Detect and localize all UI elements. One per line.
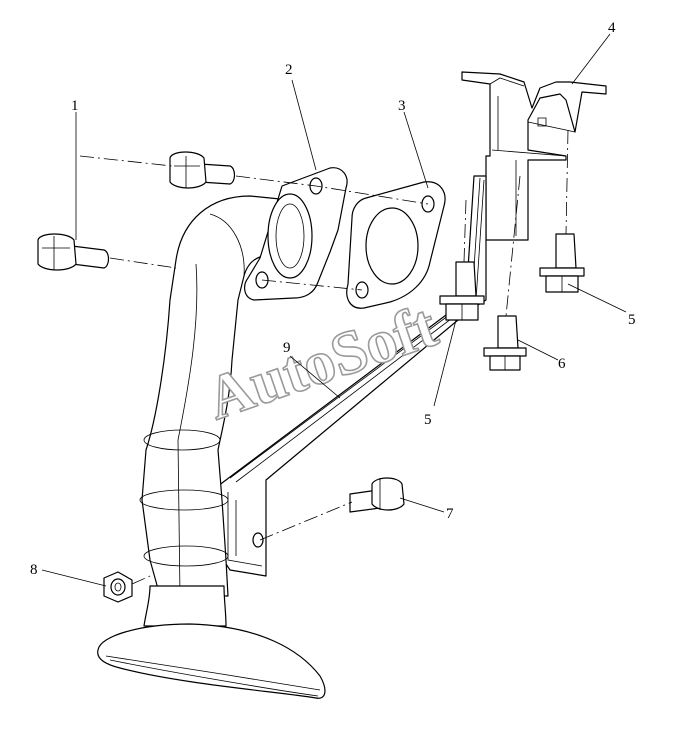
pipe-flange bbox=[244, 167, 348, 301]
callout-3: 3 bbox=[398, 98, 406, 114]
callout-1: 1 bbox=[71, 98, 79, 114]
bolt-6 bbox=[483, 315, 527, 371]
callouts: 1 2 3 4 5 5 6 7 8 9 bbox=[30, 20, 636, 578]
bolt-5-right bbox=[539, 233, 585, 293]
bolt-lower bbox=[37, 233, 110, 271]
upper-bracket bbox=[461, 71, 607, 241]
callout-2: 2 bbox=[285, 62, 293, 78]
callout-9: 9 bbox=[283, 340, 291, 356]
callout-6: 6 bbox=[558, 356, 566, 372]
callout-7: 7 bbox=[446, 506, 454, 522]
assembly-lines bbox=[79, 129, 569, 585]
leader-lines bbox=[41, 33, 627, 587]
gasket bbox=[346, 181, 446, 309]
callout-5-right: 5 bbox=[628, 312, 636, 328]
callout-8: 8 bbox=[30, 562, 38, 578]
nut-8 bbox=[103, 571, 133, 603]
oil-pickup-pipe bbox=[97, 195, 326, 699]
bolt-5-left bbox=[439, 261, 485, 321]
callout-5-left: 5 bbox=[424, 412, 432, 428]
bolt-7 bbox=[349, 477, 405, 513]
bolt-upper bbox=[169, 151, 236, 189]
callout-4: 4 bbox=[608, 20, 616, 36]
